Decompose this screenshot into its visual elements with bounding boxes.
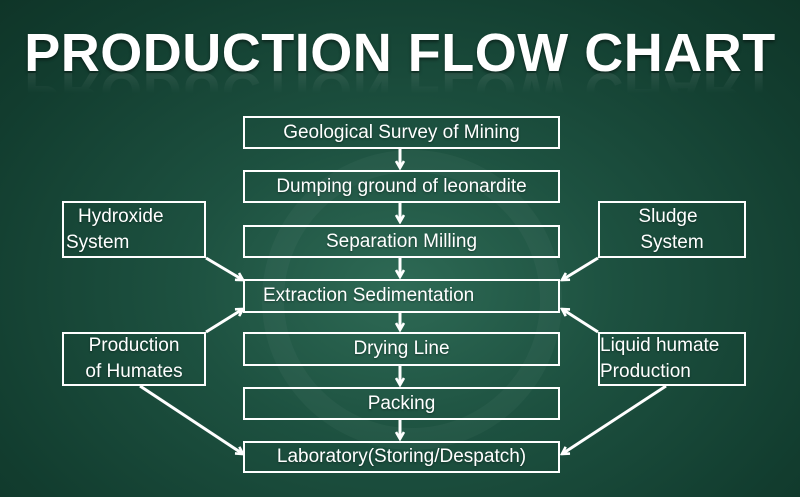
input-production-of-humates: Production of Humates (62, 332, 206, 386)
arrow-humates-to-laboratory (139, 384, 243, 454)
arrow-humates-to-extraction (205, 309, 243, 334)
step-label: Geological Survey of Mining (283, 121, 520, 143)
input-sludge-system: Sludge System (598, 201, 746, 258)
arrow-liquid-to-laboratory (562, 384, 667, 454)
step-label: Extraction Sedimentation (263, 285, 475, 307)
arrow-sludge-to-extraction (562, 256, 599, 280)
side-label-line1: Production (88, 335, 180, 356)
step-packing: Packing (243, 387, 560, 420)
step-label: Separation Milling (325, 230, 478, 252)
side-label-line2: System (640, 231, 704, 253)
step-extraction-sedimentation: Extraction Sedimentation (243, 279, 560, 313)
step-dumping-ground: Dumping ground of leonardite (243, 170, 560, 203)
step-geological-survey: Geological Survey of Mining (243, 116, 560, 149)
step-label: Drying Line (353, 338, 450, 360)
input-hydroxide-system: Hydroxide System (62, 201, 206, 258)
side-label-line2: Production (600, 361, 691, 382)
page-title: PRODUCTION FLOW CHART (24, 23, 776, 83)
side-label-line1: Liquid humate (600, 335, 720, 356)
input-liquid-humate-production: Liquid humate Production (598, 332, 746, 386)
step-laboratory: Laboratory(Storing/Despatch) (243, 441, 560, 473)
step-drying-line: Drying Line (243, 332, 560, 366)
arrow-liquid-to-extraction (562, 309, 599, 334)
step-label: Packing (367, 392, 436, 414)
side-label-line1: Hydroxide (78, 205, 164, 227)
step-label: Laboratory(Storing/Despatch) (276, 446, 527, 468)
side-label-line2: System (66, 231, 130, 253)
step-label: Dumping ground of leonardite (276, 175, 527, 197)
step-separation-milling: Separation Milling (243, 225, 560, 258)
arrow-hydroxide-to-extraction (205, 256, 243, 280)
side-label-line2: of Humates (85, 361, 183, 382)
side-label-line1: Sludge (638, 205, 698, 227)
